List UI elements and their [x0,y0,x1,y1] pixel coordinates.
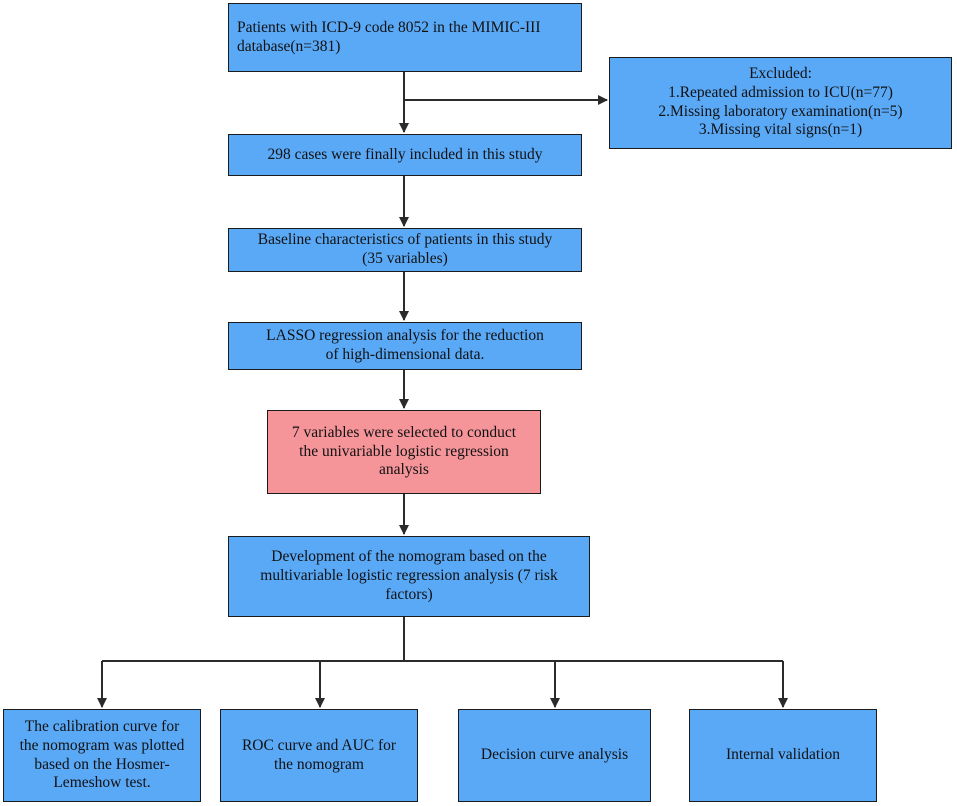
nomogram-box: Development of the nomogram based on the… [228,536,590,617]
calibration-text: The calibration curve for the nomogram w… [19,717,185,792]
lasso-text: LASSO regression analysis for the reduct… [266,327,544,363]
decision-curve-box: Decision curve analysis [458,709,651,802]
selected-variables-text: 7 variables were selected to conduct the… [291,423,517,479]
baseline-text: Baseline characteristics of patients in … [257,231,553,267]
roc-text: ROC curve and AUC for the nomogram [241,736,397,773]
internal-validation-text: Internal validation [725,746,841,764]
internal-validation-box: Internal validation [689,709,877,802]
selected-variables-box: 7 variables were selected to conduct the… [267,410,541,494]
included-box: 298 cases were finally included in this … [228,134,582,176]
decision-curve-text: Decision curve analysis [480,746,629,764]
source-box: Patients with ICD-9 code 8052 in the MIM… [228,3,582,72]
included-text: 298 cases were finally included in this … [267,145,543,163]
source-text: Patients with ICD-9 code 8052 in the MIM… [237,18,541,55]
excluded-box: Excluded: 1.Repeated admission to ICU(n=… [609,57,952,149]
excluded-title: Excluded: [749,64,812,82]
calibration-box: The calibration curve for the nomogram w… [3,709,201,802]
excluded-item-1: 1.Repeated admission to ICU(n=77) [668,83,893,101]
excluded-item-3: 3.Missing vital signs(n=1) [698,121,863,139]
roc-box: ROC curve and AUC for the nomogram [220,709,418,802]
baseline-box: Baseline characteristics of patients in … [228,228,582,272]
excluded-item-2: 2.Missing laboratory examination(n=5) [658,102,903,120]
nomogram-text: Development of the nomogram based on the… [260,548,558,603]
lasso-box: LASSO regression analysis for the reduct… [228,322,582,370]
